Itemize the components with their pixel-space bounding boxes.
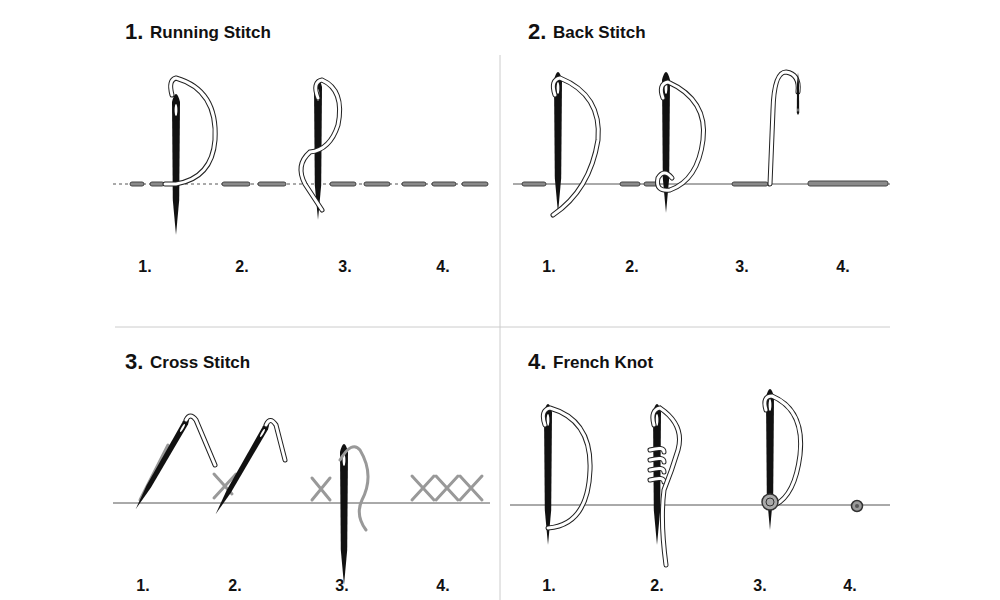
step-number: 2. [235,258,248,276]
step-number: 1. [542,258,555,276]
back-stitch [513,72,890,215]
step-number: 4. [436,258,449,276]
cross-stitch [113,416,490,585]
panel-title: Back Stitch [553,24,646,43]
step-number: 3. [735,258,748,276]
step-number: 4. [843,577,856,595]
step-number: 1. [136,577,149,595]
panel-title: Cross Stitch [150,354,250,373]
step-number: 1. [138,258,151,276]
panel-number: 2. [528,20,546,44]
step-number: 2. [625,258,638,276]
running-stitch [113,78,490,235]
step-number: 2. [228,577,241,595]
step-number: 2. [650,577,663,595]
panel-number: 1. [125,20,143,44]
step-number: 4. [436,577,449,595]
french-knot [510,389,890,565]
step-number: 4. [836,258,849,276]
step-number: 3. [335,577,348,595]
panel-number: 3. [125,350,143,374]
panel-title: Running Stitch [150,24,271,43]
panel-number: 4. [528,350,546,374]
step-number: 3. [753,577,766,595]
step-number: 3. [338,258,351,276]
step-number: 1. [542,577,555,595]
divider [115,327,890,328]
panel-title: French Knot [553,354,653,373]
